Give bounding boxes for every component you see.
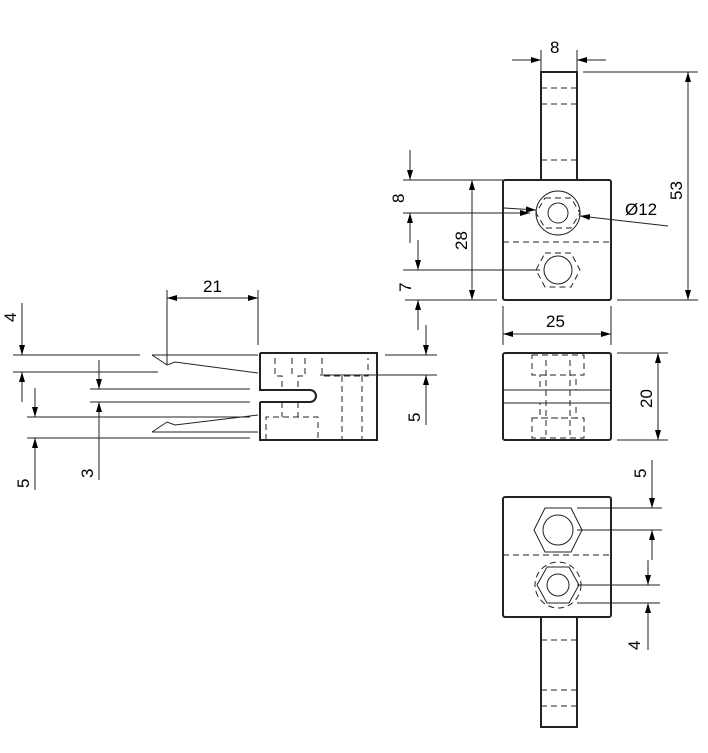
dim-hole-offset-bottom: 7	[396, 283, 415, 292]
dim-side-bottom: 5	[14, 479, 33, 488]
dim-hole-offset-top: 8	[389, 194, 408, 203]
dim-bottom-bottom: 4	[625, 641, 644, 650]
bottom-view: 5 4	[502, 460, 662, 728]
dim-shaft-width: 8	[550, 38, 559, 57]
dim-side-top: 4	[1, 313, 20, 322]
dim-overall-height: 53	[667, 181, 686, 200]
dim-hole-diameter: Ø12	[625, 200, 657, 219]
dim-side-length: 21	[203, 277, 222, 296]
dim-block-depth: 20	[637, 389, 656, 408]
front-view: 20	[502, 352, 668, 441]
dim-side-gap: 3	[78, 469, 97, 478]
side-view: 21 4 3 5 5	[1, 277, 437, 490]
top-view: 8 53 28 8 7 Ø12 25	[389, 38, 698, 345]
dim-block-width: 25	[546, 312, 565, 331]
dim-side-right: 5	[405, 413, 424, 422]
dim-bottom-top: 5	[631, 469, 650, 478]
dim-block-height: 28	[452, 231, 471, 250]
